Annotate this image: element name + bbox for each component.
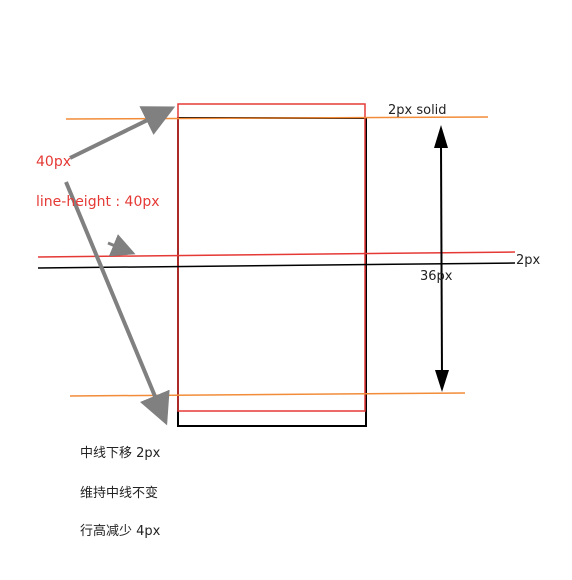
red-midline xyxy=(37,251,516,258)
black-vertical-shaft xyxy=(440,145,443,379)
black-midline xyxy=(37,262,516,269)
gray-arrow-to-bottom xyxy=(64,181,170,426)
orange-top-line xyxy=(65,116,489,120)
orange-bottom-line xyxy=(69,392,466,397)
label-2px-solid: 2px solid xyxy=(388,103,447,118)
gray-arrow-to-midline xyxy=(107,234,136,257)
black-arrowhead-up xyxy=(434,125,448,148)
outer-black-box xyxy=(177,117,367,427)
note-midline-shift: 中线下移 2px xyxy=(80,446,161,461)
note-line-height-reduce: 行高减少 4px xyxy=(80,524,161,539)
gray-arrow-to-top xyxy=(69,106,176,160)
note-keep-midline: 维持中线不变 xyxy=(80,486,159,501)
black-arrowhead-down xyxy=(435,370,449,392)
inner-red-box xyxy=(177,103,366,412)
label-40px: 40px xyxy=(36,154,71,170)
label-line-height: line-height : 40px xyxy=(36,194,160,210)
label-36px: 36px xyxy=(420,269,453,284)
label-2px: 2px xyxy=(516,253,541,268)
